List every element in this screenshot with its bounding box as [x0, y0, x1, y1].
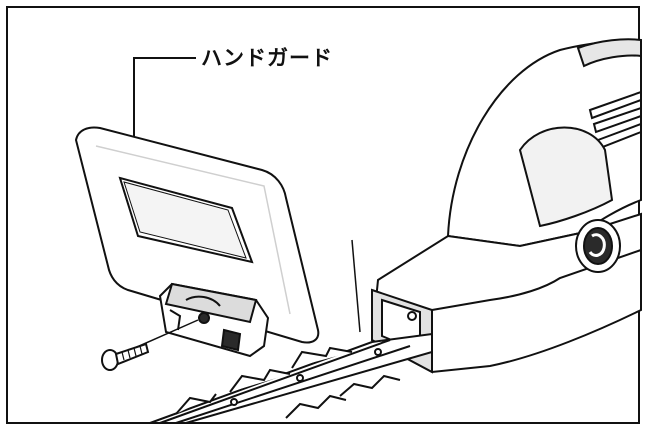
- guard-gap-leader: [351, 239, 361, 333]
- callout-label-hand-guard: ハンドガード: [201, 46, 333, 70]
- side-knob: [575, 219, 621, 273]
- hand-guard: [74, 126, 320, 344]
- guard-mount-bracket: [158, 282, 270, 358]
- blade-teeth: [175, 346, 401, 419]
- hedge-trimmer-body: [370, 38, 642, 374]
- callout-leader-line: [133, 57, 196, 140]
- screw: [101, 319, 199, 371]
